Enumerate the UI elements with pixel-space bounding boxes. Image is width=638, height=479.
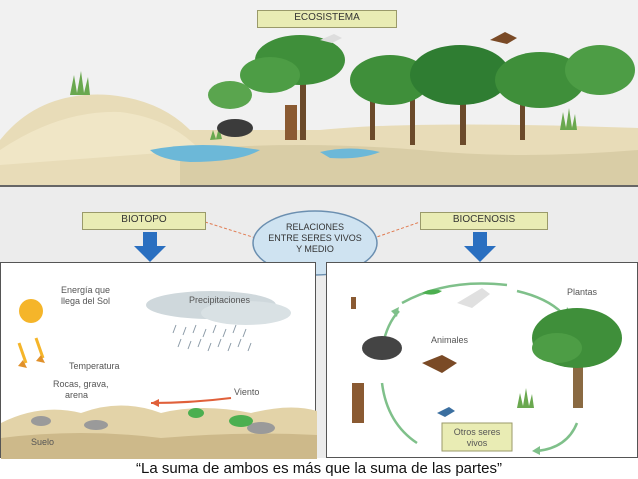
- biocenosis-panel: Plantas Animales Otros seres vivos: [326, 262, 638, 458]
- relaciones-ellipse-text: RELACIONES ENTRE SERES VIVOS Y MEDIO: [253, 222, 377, 255]
- energia-line-2: llega del Sol: [61, 296, 111, 306]
- biocenosis-label: BIOCENOSIS: [420, 212, 548, 230]
- rocas-line-1: Rocas, grava,: [53, 379, 109, 389]
- diagram-frame: ECOSISTEMA BIOTOPO BIOCENOSIS RELACIONES…: [0, 0, 638, 459]
- relaciones-line-2: ENTRE SERES VIVOS: [268, 233, 362, 243]
- otros-seres-label: Otros seres vivos: [442, 427, 512, 449]
- biocenosis-illustration: [351, 282, 622, 455]
- precipitaciones-label: Precipitaciones: [189, 295, 251, 305]
- energia-line-1: Energía que: [61, 285, 111, 295]
- biotopo-illustration: [1, 291, 317, 459]
- plantas-label: Plantas: [567, 287, 598, 297]
- biotopo-label: BIOTOPO: [82, 212, 206, 230]
- rocas-label: Rocas, grava, arena: [53, 379, 109, 401]
- animales-label: Animales: [431, 335, 469, 345]
- suelo-label: Suelo: [31, 437, 55, 447]
- otros-line-2: vivos: [466, 438, 488, 448]
- ecosistema-label: ECOSISTEMA: [257, 10, 397, 28]
- energia-label: Energía que llega del Sol: [61, 285, 110, 307]
- ecosystem-illustration: [0, 32, 638, 276]
- relaciones-line-1: RELACIONES: [285, 222, 345, 232]
- otros-line-1: Otros seres: [453, 427, 501, 437]
- temperatura-label: Temperatura: [69, 361, 120, 371]
- viento-label: Viento: [234, 387, 260, 397]
- caption: “La suma de ambos es más que la suma de …: [135, 460, 502, 477]
- relaciones-line-3: Y MEDIO: [296, 244, 334, 254]
- rocas-line-2: arena: [65, 390, 89, 400]
- biotopo-panel: Energía que llega del Sol Precipitacione…: [0, 262, 317, 459]
